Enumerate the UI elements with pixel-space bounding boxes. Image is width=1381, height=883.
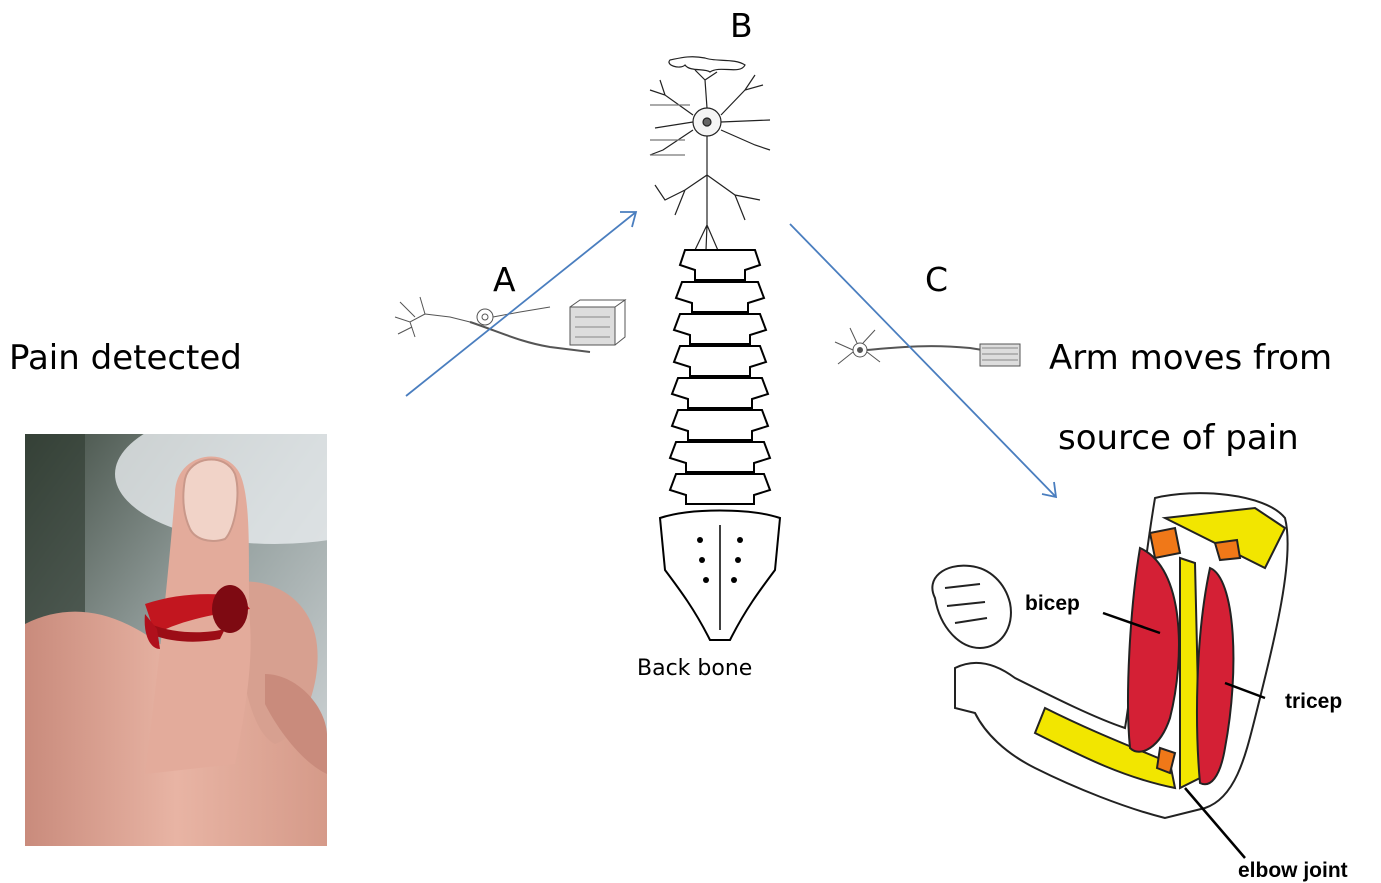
back-bone-label: Back bone [637, 656, 752, 681]
spine-diagram [650, 240, 790, 650]
motor-neuron-diagram [830, 322, 1025, 382]
elbow-joint-label: elbow joint [1238, 859, 1348, 883]
vertebrae [670, 250, 770, 504]
tricep-label: tricep [1285, 690, 1342, 714]
bicep-label: bicep [1025, 592, 1080, 616]
injured-finger-image [25, 434, 327, 846]
injured-finger-photo [25, 434, 327, 846]
arrow-a-head [620, 212, 636, 227]
arm-moves-line2: source of pain [1058, 418, 1299, 458]
arm-moves-line1: Arm moves from [1049, 338, 1332, 378]
pain-detected-label: Pain detected [9, 338, 242, 378]
label-c: C [925, 260, 948, 299]
arm-muscle-diagram [925, 488, 1375, 838]
sensory-neuron-diagram [390, 292, 630, 372]
label-b: B [730, 6, 753, 45]
